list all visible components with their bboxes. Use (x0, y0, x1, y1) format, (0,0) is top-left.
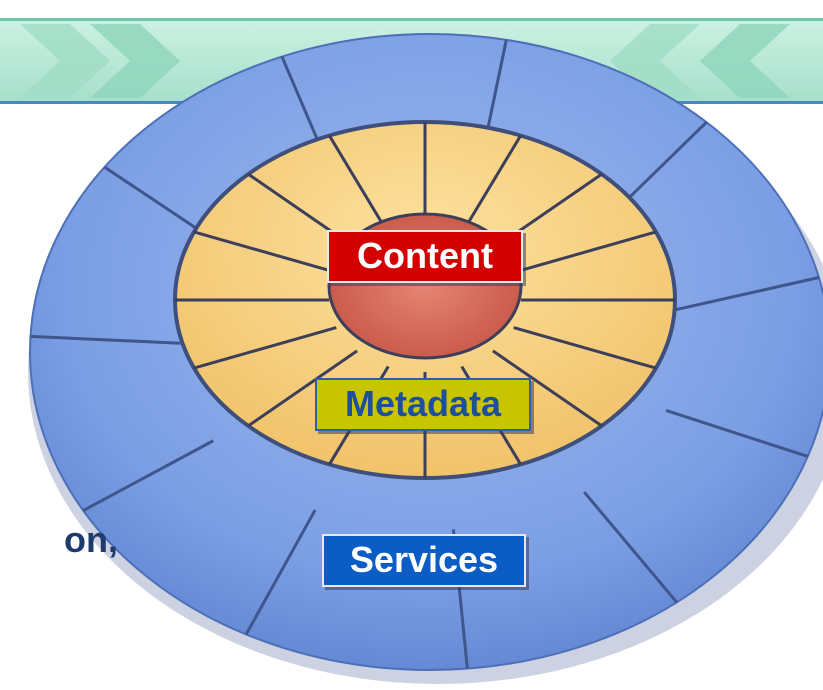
side-text-fragment: on, (64, 519, 118, 560)
services-label: Services (322, 534, 526, 587)
middle-segment-divider (193, 326, 337, 370)
chevron-right-icon (20, 24, 110, 98)
outer-segment-divider (665, 409, 809, 458)
outer-segment-divider (82, 439, 215, 512)
outer-segment-divider (672, 276, 820, 312)
chevron-right-icon (90, 24, 180, 98)
content-label: Content (327, 230, 523, 283)
outer-ring-dividers (30, 39, 820, 669)
middle-segment-divider (492, 349, 603, 428)
outer-segment-divider (583, 491, 678, 604)
outer-segment-divider (244, 509, 317, 636)
outer-segment-divider (30, 334, 181, 345)
middle-segment-divider (247, 349, 358, 428)
middle-segment-divider (513, 326, 657, 370)
middle-segment-divider (328, 134, 390, 235)
middle-segment-divider (193, 230, 337, 274)
metadata-label: Metadata (315, 378, 531, 431)
chevron-left-icon (700, 24, 790, 98)
middle-segment-divider (513, 230, 657, 274)
middle-segment-divider (460, 134, 522, 235)
